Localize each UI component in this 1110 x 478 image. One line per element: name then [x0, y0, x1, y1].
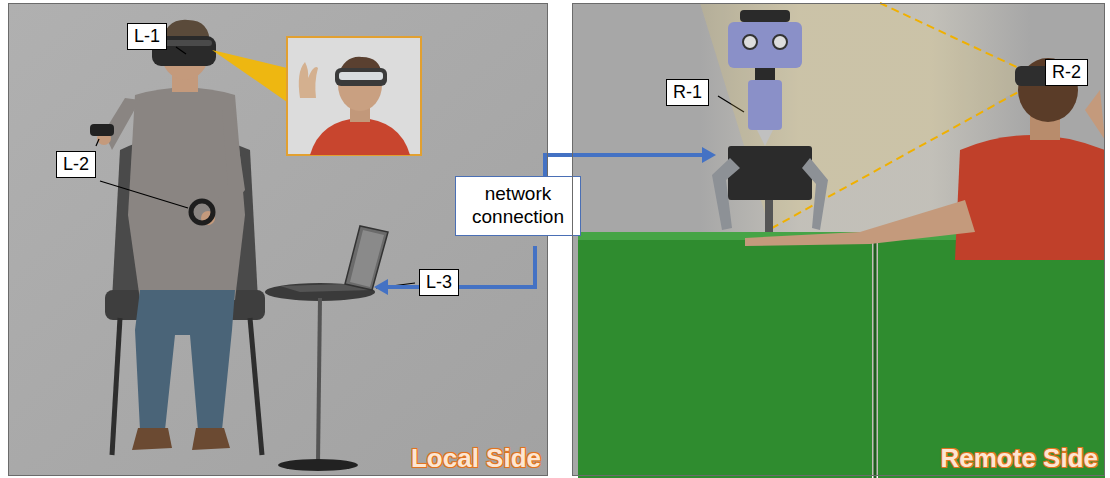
view-beam	[212, 50, 287, 102]
network-box: network connection	[455, 176, 581, 236]
remote-view-inset	[287, 37, 421, 155]
local-user	[90, 20, 245, 450]
callout-number: R-2	[1052, 62, 1081, 82]
callout-label: L-1	[127, 23, 167, 50]
network-arrows	[374, 147, 716, 295]
box-label: network connection	[472, 183, 564, 227]
callout-number: L-2	[63, 154, 89, 174]
callout-label: R-1	[666, 79, 709, 106]
robot	[712, 10, 828, 240]
side-panel: Local Side L-1L-2L-3	[8, 3, 548, 476]
local-ground	[8, 3, 548, 476]
side-table	[265, 226, 388, 471]
couch	[578, 232, 1105, 478]
callout-number: L-3	[426, 272, 452, 292]
callout-number: R-1	[673, 82, 702, 102]
side-panel: Remote Side R-1 R-2	[572, 3, 1105, 476]
callout-label: R-2	[1045, 59, 1088, 86]
remote-user	[745, 58, 1105, 260]
side-title: Remote Side	[941, 443, 1099, 474]
callout-number: L-1	[134, 26, 160, 46]
callout-label: L-2	[56, 151, 96, 178]
callout-label: L-3	[419, 269, 459, 296]
side-title: Local Side	[411, 443, 541, 474]
